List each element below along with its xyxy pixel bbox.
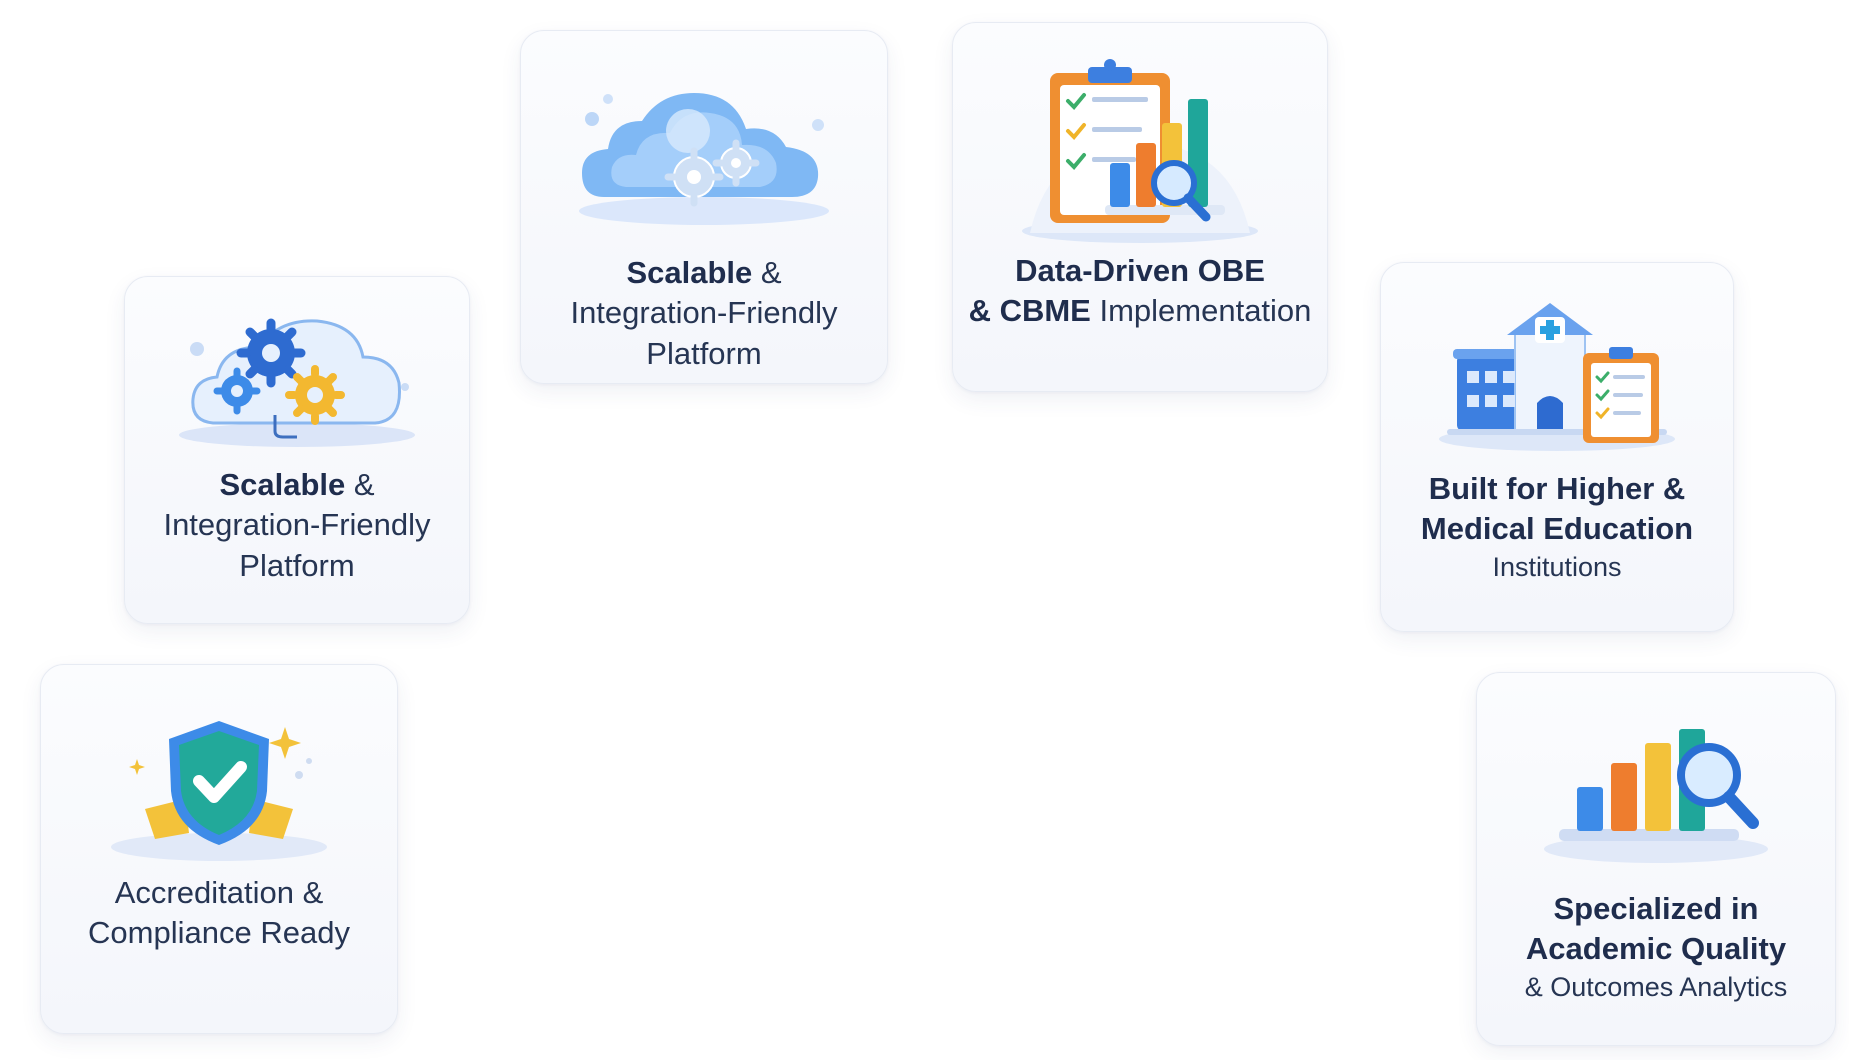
card-title-part: & CBME xyxy=(968,293,1091,329)
card-title: Specialized in xyxy=(1553,891,1759,926)
card-subtitle-2: Platform xyxy=(239,547,355,583)
card-subtitle: & Outcomes Analytics xyxy=(1524,971,1788,1002)
hospital-clipboard-icon xyxy=(1427,293,1687,453)
card-subtitle: Integration-Friendly xyxy=(570,295,838,331)
card-title-2: Medical Education xyxy=(1420,511,1694,547)
card-title-suffix: & xyxy=(345,467,375,502)
card-title: Accreditation & xyxy=(114,875,324,910)
cloud-gears-icon xyxy=(167,303,427,453)
card-title: Built for Higher & xyxy=(1428,471,1686,506)
higher-medical-education-card: Built for Higher & Medical Education Ins… xyxy=(1380,262,1734,632)
card-title-bold: Scalable xyxy=(626,255,753,290)
card-title-bold: Scalable xyxy=(219,467,346,502)
obe-cbme-card: Data-Driven OBE & CBME Implementation xyxy=(952,22,1328,392)
card-subtitle: Integration-Friendly xyxy=(163,507,431,543)
scalable-platform-card-left: Scalable & Integration-Friendly Platform xyxy=(124,276,470,624)
clipboard-chart-icon xyxy=(1010,53,1270,243)
card-subtitle: Institutions xyxy=(1492,551,1622,582)
card-subtitle-2: Platform xyxy=(646,335,762,371)
scalable-platform-card-top: Scalable & Integration-Friendly Platform xyxy=(520,30,888,384)
card-subtitle: Implementation xyxy=(1090,293,1312,329)
card-title: Data-Driven OBE xyxy=(1015,253,1265,288)
bar-chart-magnifier-icon xyxy=(1531,713,1781,863)
cloud-gears-icon xyxy=(564,69,844,229)
card-title-suffix: & xyxy=(752,255,782,290)
academic-quality-card: Specialized in Academic Quality & Outcom… xyxy=(1476,672,1836,1046)
shield-check-icon xyxy=(99,711,339,861)
card-title-2: Compliance Ready xyxy=(88,915,350,951)
accreditation-compliance-card: Accreditation & Compliance Ready xyxy=(40,664,398,1034)
card-title-2: Academic Quality xyxy=(1525,931,1787,967)
